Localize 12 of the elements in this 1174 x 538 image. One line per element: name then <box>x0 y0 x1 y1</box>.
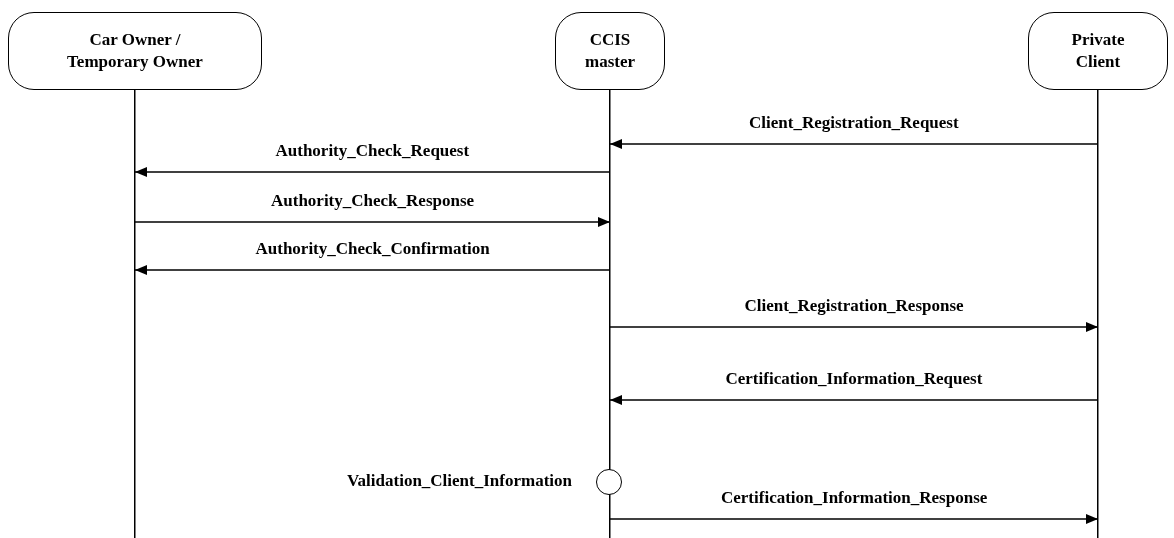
participant-box: CCIS master <box>555 12 665 90</box>
activation-circle <box>596 469 622 495</box>
message-label: Client_Registration_Response <box>742 296 966 316</box>
message-label: Authority_Check_Request <box>273 141 472 161</box>
message-label: Authority_Check_Confirmation <box>253 239 492 259</box>
participant-box: Private Client <box>1028 12 1168 90</box>
message-label: Authority_Check_Response <box>269 191 477 211</box>
message-label: Certification_Information_Response <box>719 488 990 508</box>
activity-label: Validation_Client_Information <box>344 471 574 491</box>
message-label: Client_Registration_Request <box>747 113 961 133</box>
message-label: Certification_Information_Request <box>723 369 985 389</box>
participant-box: Car Owner / Temporary Owner <box>8 12 262 90</box>
